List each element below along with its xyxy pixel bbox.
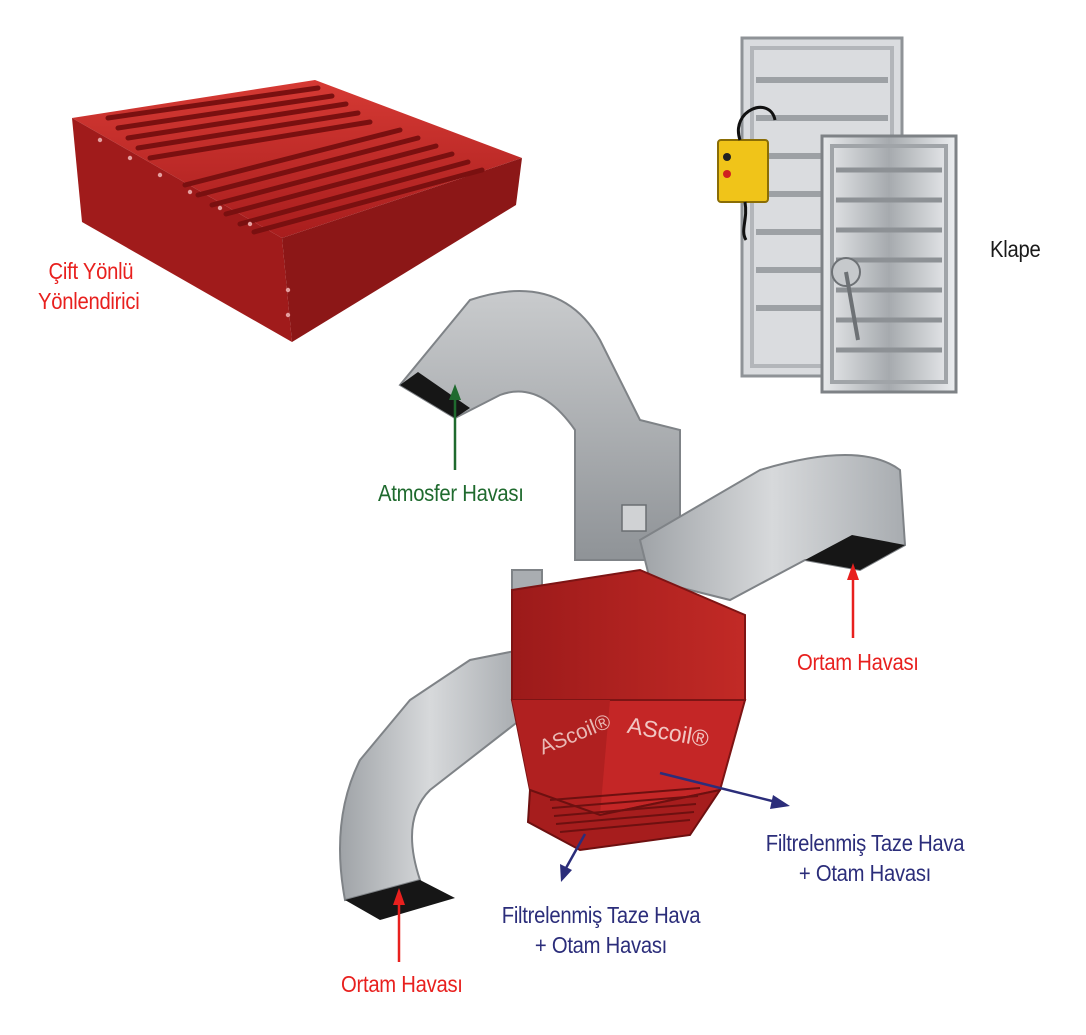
label-ortam-havasi-bottom: Ortam Havası [341, 971, 463, 997]
label-line-2: Yönlendirici [38, 288, 140, 314]
label-ortam-havasi-right: Ortam Havası [797, 649, 919, 675]
ascoil-unit-image [510, 568, 747, 852]
label-line-1: Filtrelenmiş Taze Hava [501, 902, 701, 928]
label-filtrelenmis-right: Filtrelenmiş Taze Hava + Otam Havası [755, 828, 975, 888]
diffuser-grille-image [72, 80, 522, 342]
label-cift-yonlu-yonlendirici: Çift Yönlü Yönlendirici [38, 256, 140, 316]
label-line-1: Filtrelenmiş Taze Hava [765, 830, 965, 856]
label-line-2: + Otam Havası [534, 932, 668, 958]
label-line-2: + Otam Havası [798, 860, 932, 886]
label-filtrelenmis-bottom: Filtrelenmiş Taze Hava + Otam Havası [491, 900, 711, 960]
label-klape: Klape [990, 236, 1041, 262]
label-line-1: Çift Yönlü [48, 258, 134, 284]
damper-image [717, 36, 958, 394]
label-atmosfer-havasi: Atmosfer Havası [378, 480, 524, 506]
arrows [393, 384, 859, 962]
